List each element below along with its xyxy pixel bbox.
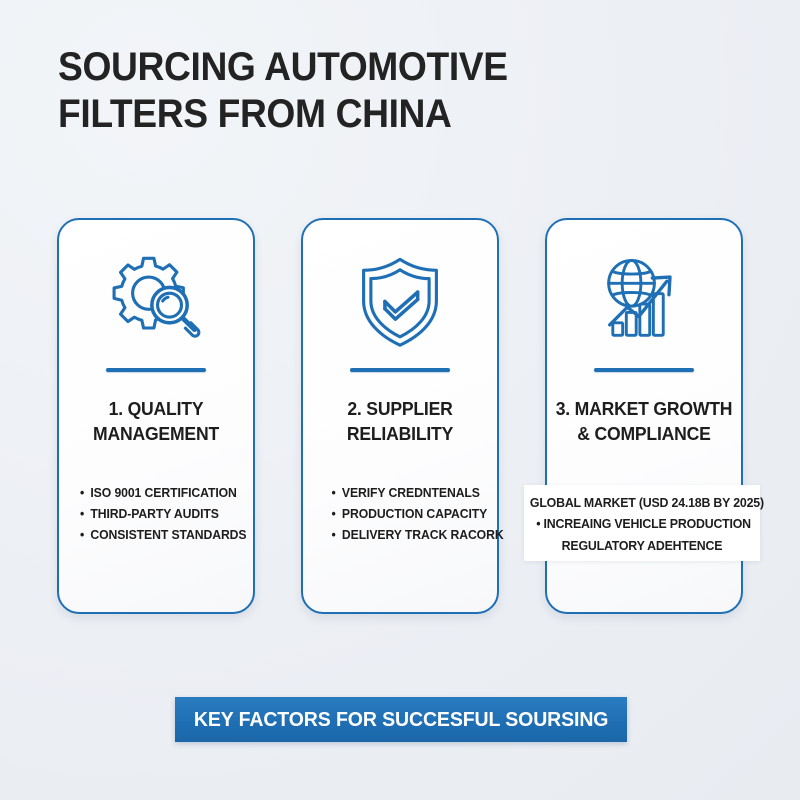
card-divider [594, 368, 694, 372]
page-title-line-1: SOURCING AUTOMOTIVE [58, 45, 508, 89]
globe-growth-chart-icon [592, 250, 696, 354]
list-item: PRODUCTION CAPACITY [309, 503, 487, 524]
key-factors-banner: KEY FACTORS FOR SUCCESFUL SOURSING [175, 697, 627, 742]
shield-check-icon [348, 250, 452, 354]
card-divider [106, 368, 206, 372]
overflow-line-vehicle-production: INCREAING VEHICLE PRODUCTION [530, 513, 754, 534]
cards-container: 1. QUALITY MANAGEMENT ISO 9001 CERTIFICA… [57, 218, 764, 614]
card-heading-line-2: & COMPLIANCE [577, 422, 711, 444]
card-supplier-reliability[interactable]: 2. SUPPLIER RELIABILITY VERIFY CREDNTENA… [301, 218, 504, 614]
card-heading-line-2: RELIABILITY [346, 422, 454, 444]
overflow-line-market-value: GLOBAL MARKET (USD 24.18B BY 2025) [529, 495, 764, 510]
card-heading: 3. MARKET GROWTH & COMPLIANCE [554, 396, 735, 446]
card-heading-line-1: 3. MARKET GROWTH [555, 397, 733, 419]
card-heading-line-1: 1. QUALITY [108, 397, 204, 419]
card-quality-management[interactable]: 1. QUALITY MANAGEMENT ISO 9001 CERTIFICA… [57, 218, 255, 614]
list-item: VERIFY CREDNTENALS [309, 482, 480, 503]
card-heading-line-1: 2. SUPPLIER [347, 397, 453, 419]
page-title: SOURCING AUTOMOTIVE FILTERS FROM CHINA [58, 44, 678, 138]
list-item: THIRD-PARTY AUDITS [65, 503, 236, 524]
card-divider [350, 368, 450, 372]
card-heading-line-2: MANAGEMENT [92, 422, 219, 444]
list-item: ISO 9001 CERTIFICATION [65, 482, 237, 503]
card-overflow-text-panel: GLOBAL MARKET (USD 24.18B BY 2025) INCRE… [524, 485, 764, 561]
list-item: CONSISTENT STANDARDS [65, 524, 246, 545]
gear-magnifier-icon [104, 250, 208, 354]
card-market-growth-compliance[interactable]: 3. MARKET GROWTH & COMPLIANCE GLOBAL MAR… [524, 218, 764, 614]
banner-label: KEY FACTORS FOR SUCCESFUL SOURSING [193, 707, 609, 731]
card-heading: 2. SUPPLIER RELIABILITY [310, 396, 491, 446]
card-bullet-list: ISO 9001 CERTIFICATION THIRD-PARTY AUDIT… [59, 482, 253, 545]
overflow-line-regulatory: REGULATORY ADEHTENCE [561, 538, 723, 553]
list-item: DELIVERY TRACK RACORK [309, 524, 504, 545]
page-title-line-2: FILTERS FROM CHINA [58, 92, 452, 136]
card-heading: 1. QUALITY MANAGEMENT [66, 396, 247, 446]
card-bullet-list: VERIFY CREDNTENALS PRODUCTION CAPACITY D… [303, 482, 504, 545]
